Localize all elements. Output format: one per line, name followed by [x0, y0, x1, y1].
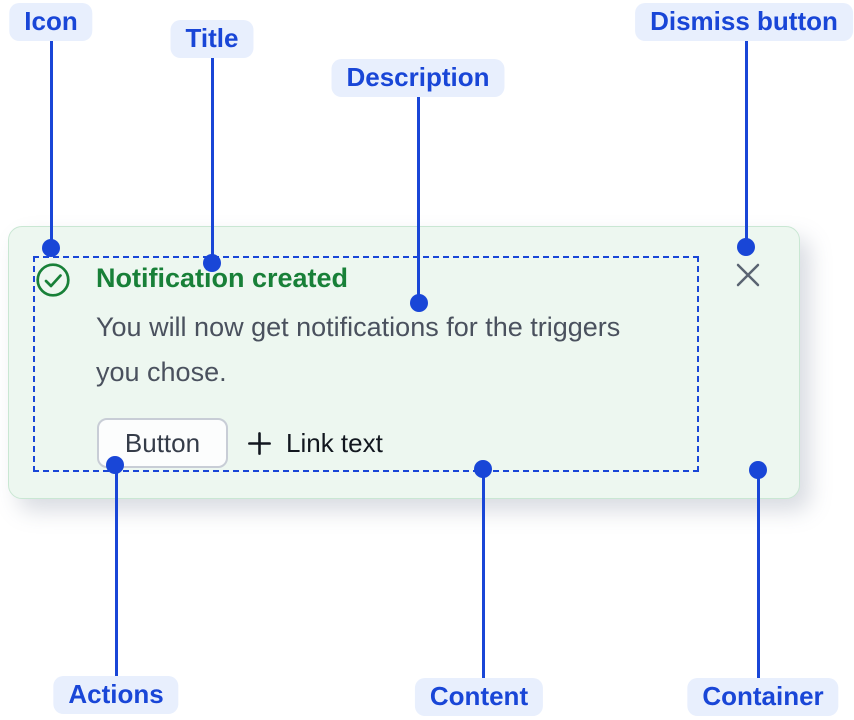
close-x-icon[interactable] — [734, 261, 762, 289]
toast-description: You will now get notifications for the t… — [96, 305, 620, 395]
callout-label-title: Title — [170, 20, 254, 58]
pointer-dot-title — [203, 254, 221, 272]
pointer-dot-icon — [42, 239, 60, 257]
content-outline — [33, 256, 699, 472]
pointer-dot-actions — [106, 456, 124, 474]
callout-label-container: Container — [687, 678, 839, 716]
toast-title: Notification created — [96, 263, 349, 293]
callout-label-content: Content — [414, 678, 544, 716]
action-link[interactable]: Link text — [246, 422, 383, 464]
plus-icon — [246, 430, 273, 457]
pointer-line-title — [211, 56, 214, 258]
toast-description-line2: you chose. — [96, 357, 227, 387]
pointer-dot-dismiss — [737, 238, 755, 256]
pointer-dot-description — [410, 294, 428, 312]
pointer-line-dismiss — [745, 40, 748, 242]
pointer-line-actions — [115, 464, 118, 676]
callout-label-description: Description — [331, 59, 505, 97]
pointer-line-content — [482, 469, 485, 678]
pointer-dot-content — [474, 460, 492, 478]
pointer-line-container — [757, 470, 760, 678]
pointer-line-description — [417, 94, 420, 298]
success-check-icon — [35, 262, 71, 298]
action-link-label: Link text — [286, 427, 383, 458]
pointer-line-icon — [50, 40, 53, 243]
pointer-dot-container — [749, 461, 767, 479]
callout-label-dismiss: Dismiss button — [635, 3, 853, 41]
callout-label-icon: Icon — [9, 3, 93, 41]
callout-label-actions: Actions — [53, 676, 179, 714]
toast-description-line1: You will now get notifications for the t… — [96, 312, 621, 342]
